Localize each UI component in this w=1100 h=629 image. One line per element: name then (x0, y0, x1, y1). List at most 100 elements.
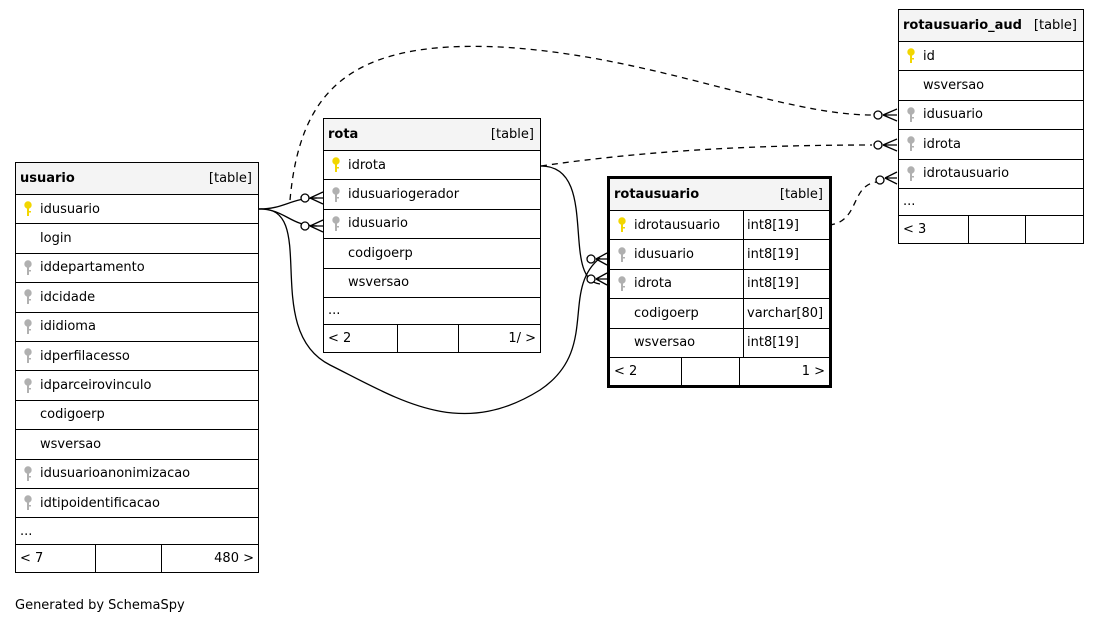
crowfoot-6 (882, 138, 898, 152)
foreign-key-icon (16, 348, 40, 364)
column-type: varchar[80] (743, 299, 829, 328)
column-row[interactable]: idrota (899, 130, 1083, 160)
column-name: idtipoidentificacao (40, 495, 160, 511)
foreign-key-icon (16, 289, 40, 305)
column-name: wsversao (348, 275, 410, 291)
column-row[interactable]: idusuario int8[19] (610, 240, 829, 270)
footer-middle (398, 324, 459, 352)
table-name: rota (328, 127, 359, 142)
crowfoot-3 (595, 252, 608, 266)
column-row[interactable]: id (899, 42, 1083, 72)
crowfoot-7 (884, 171, 898, 185)
column-row[interactable]: idtipoidentificacao (16, 489, 258, 519)
edge-aud-idrotausuario (828, 181, 878, 226)
foreign-key-icon (899, 166, 923, 182)
primary-key-icon (16, 201, 40, 217)
table-type: [table] (1033, 18, 1077, 33)
column-name: codigoerp (40, 407, 105, 423)
table-type: [table] (490, 127, 534, 142)
table-type: [table] (208, 171, 252, 186)
column-type: int8[19] (743, 240, 829, 269)
column-name: idusuario (40, 201, 100, 217)
column-row[interactable]: idcidade (16, 283, 258, 313)
foreign-key-icon (324, 186, 348, 203)
crowfoot-5 (882, 108, 898, 122)
column-name: wsversao (634, 335, 696, 351)
column-name: iddepartamento (40, 260, 145, 276)
column-name: wsversao (40, 436, 102, 452)
column-type: int8[19] (743, 269, 829, 299)
footer-middle (969, 215, 1026, 243)
foreign-key-icon (16, 319, 40, 335)
foreign-key-icon (16, 377, 40, 394)
primary-key-icon (610, 217, 634, 233)
column-row[interactable]: idparceirovinculo (16, 371, 258, 401)
foreign-key-icon (610, 276, 634, 292)
column-row[interactable]: codigoerp (16, 401, 258, 431)
footer-children: 1 > (801, 363, 825, 379)
column-row[interactable]: idperfilacesso (16, 342, 258, 372)
column-row[interactable]: idusuario (899, 101, 1083, 131)
footer-children: 1/ > (508, 330, 536, 346)
column-row[interactable]: idrotausuario (899, 160, 1083, 189)
column-name: id (923, 48, 935, 64)
column-row[interactable]: idusuario (16, 195, 258, 225)
column-row[interactable]: wsversao (324, 269, 540, 298)
column-name: idcidade (40, 289, 96, 305)
foreign-key-icon (899, 107, 923, 123)
card-circle-6 (873, 140, 883, 150)
footer-parents: < 2 (324, 324, 398, 352)
primary-key-icon (899, 48, 923, 64)
footer-children: 480 > (214, 551, 254, 567)
column-name: ididioma (40, 319, 96, 335)
foreign-key-icon (324, 216, 348, 232)
table-header: rotausuario [table] (610, 179, 829, 211)
table-name: rotausuario (614, 187, 700, 202)
table-header: rotausuario_aud [table] (899, 10, 1083, 42)
card-circle-7 (875, 175, 885, 185)
table-header: usuario [table] (16, 163, 258, 195)
column-type: int8[19] (743, 328, 829, 357)
column-name: idusuario (634, 247, 694, 263)
column-row[interactable]: idusuario (324, 210, 540, 240)
table-footer: < 2 1 > (610, 357, 829, 385)
column-row[interactable]: login (16, 224, 258, 254)
crowfoot-4 (595, 272, 608, 286)
table-header: rota [table] (324, 119, 540, 151)
column-name: idrotausuario (923, 166, 1010, 182)
table-rota[interactable]: rota [table] idrota idusuariogerador idusu… (323, 118, 541, 353)
edge-aud-idusuario (289, 45, 873, 201)
column-name: idrota (923, 136, 961, 152)
crowfoot-2 (309, 219, 324, 233)
table-name: rotausuario_aud (903, 18, 1022, 33)
column-row[interactable]: idrota int8[19] (610, 269, 829, 300)
column-row[interactable]: iddepartamento (16, 254, 258, 284)
column-name: idusuarioanonimizacao (40, 466, 191, 482)
column-row[interactable]: codigoerp (324, 239, 540, 269)
foreign-key-icon (16, 260, 40, 276)
column-row[interactable]: ididioma (16, 313, 258, 342)
column-row[interactable]: idusuarioanonimizacao (16, 460, 258, 489)
column-name: idusuariogerador (348, 187, 460, 203)
foreign-key-icon (16, 495, 40, 511)
table-usuario[interactable]: usuario [table] idusuario login iddepartam… (15, 162, 259, 574)
column-row[interactable]: wsversao (899, 71, 1083, 101)
card-circle-4 (586, 274, 596, 284)
column-name: login (40, 231, 72, 247)
column-row[interactable]: idusuariogerador (324, 180, 540, 210)
column-name: idusuario (923, 107, 983, 123)
column-row[interactable]: wsversao (16, 430, 258, 460)
column-row[interactable]: wsversao int8[19] (610, 328, 829, 358)
table-rotausuario-aud[interactable]: rotausuario_aud [table] id wsversao idusua… (898, 9, 1084, 244)
more-columns: ... (16, 518, 258, 546)
column-name: idusuario (348, 216, 408, 232)
more-columns: ... (324, 298, 540, 325)
column-row[interactable]: idrota (324, 151, 540, 181)
column-name: idrota (634, 276, 672, 292)
column-name: idrota (348, 157, 386, 173)
edge-rotausuario-idusuario (258, 208, 601, 415)
